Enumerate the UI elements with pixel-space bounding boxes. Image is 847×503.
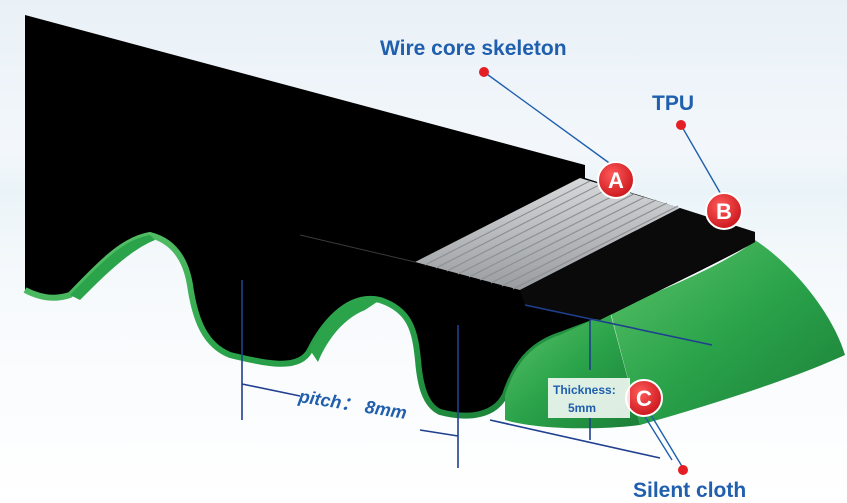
thickness-label: Thickness: bbox=[553, 383, 616, 397]
badge-b: B bbox=[705, 192, 743, 230]
silent-cloth-end bbox=[610, 240, 845, 425]
pitch-value: 8mm bbox=[364, 397, 409, 423]
tpu-label: TPU bbox=[652, 92, 694, 115]
badge-c-letter: C bbox=[636, 386, 652, 411]
silent-cloth-label: Silent cloth bbox=[633, 479, 746, 502]
pitch-separator: ： bbox=[340, 393, 361, 416]
leader-lines bbox=[483, 71, 723, 469]
wire-core-label: Wire core skeleton bbox=[380, 37, 567, 60]
badge-c: C bbox=[625, 379, 663, 417]
badge-a: A bbox=[597, 161, 635, 199]
pitch-dimension-label: pitch：8mm bbox=[296, 386, 408, 423]
leader-dot-a bbox=[479, 67, 489, 77]
wire-cords bbox=[424, 180, 679, 290]
belt-highlight bbox=[299, 234, 416, 263]
pitch-label: pitch bbox=[296, 386, 343, 413]
svg-text:pitch：8mm: pitch：8mm bbox=[296, 386, 408, 423]
tpu-layer bbox=[520, 208, 755, 320]
thickness-label-bg bbox=[548, 378, 630, 418]
leader-dot-b bbox=[676, 120, 686, 130]
silent-cloth-tooth-face bbox=[70, 235, 155, 300]
dimension-lines bbox=[241, 280, 713, 468]
leader-dot-c bbox=[678, 465, 688, 475]
thickness-value: 5mm bbox=[568, 401, 596, 415]
silent-cloth-tooth-face bbox=[310, 298, 380, 362]
badge-a-letter: A bbox=[608, 168, 624, 193]
badge-b-letter: B bbox=[716, 199, 732, 224]
